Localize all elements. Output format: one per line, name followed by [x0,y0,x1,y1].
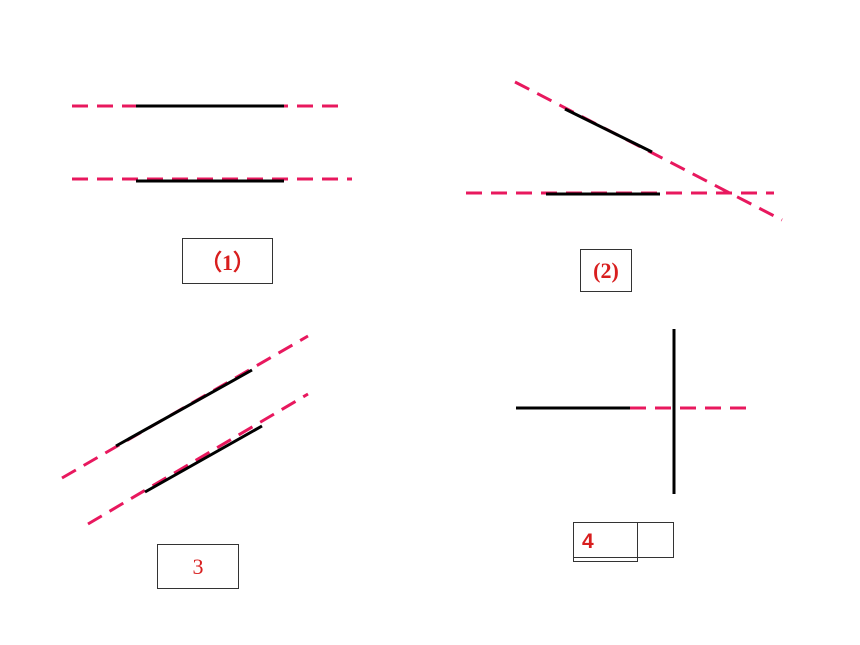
panel-3-upper-dashed-line [61,334,309,480]
panel-2-figure [466,80,783,222]
panel-4-figure [516,329,748,494]
panel-4-label: 4 [573,522,638,562]
panel-3-lower-solid-segment [144,424,263,494]
panel-1-label: （1） [182,238,273,284]
panel-2-sloped-solid-segment [564,107,653,154]
panel-2-label: (2) [580,249,632,292]
panel-3-upper-solid-segment [115,368,253,448]
panel-3-lower-dashed-line [87,392,309,526]
panel-1-figure [72,104,352,183]
panel-3-label: 3 [157,544,239,589]
panel-3-figure [61,334,309,526]
